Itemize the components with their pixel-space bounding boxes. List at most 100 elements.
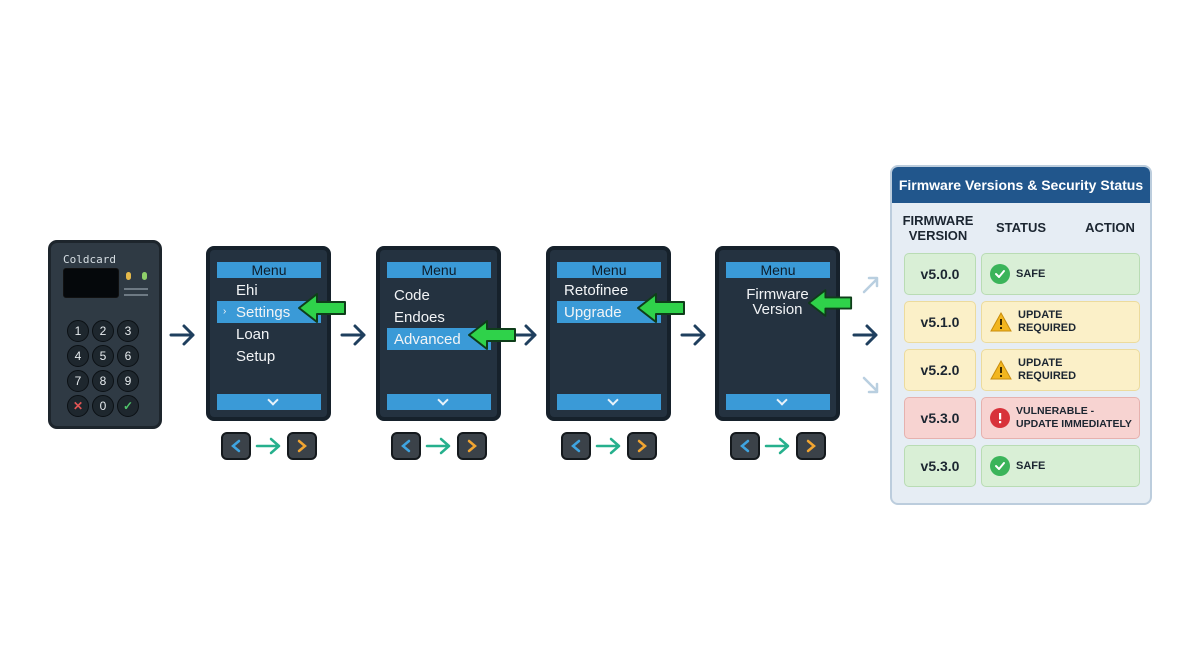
key-6[interactable]: 6	[117, 345, 139, 367]
menu-title: Menu	[726, 262, 830, 278]
menu-selection-highlight	[557, 301, 661, 323]
arrow-right-icon	[764, 437, 790, 455]
status-led-green	[142, 272, 147, 280]
green-arrow-pointer-icon	[637, 293, 685, 323]
back-button[interactable]	[221, 432, 251, 460]
arrow-right-icon	[169, 324, 195, 346]
menu-item-firmware[interactable]: Firmware Version	[719, 287, 836, 317]
menu-item[interactable]: Setup	[236, 348, 276, 365]
selection-caret-icon: ›	[223, 306, 227, 317]
chevron-left-icon	[231, 439, 241, 453]
status-text: SAFE	[1016, 459, 1046, 472]
confirm-key[interactable]: ✓	[117, 395, 139, 417]
menu-title: Menu	[217, 262, 321, 278]
back-button[interactable]	[730, 432, 760, 460]
key-4[interactable]: 4	[67, 345, 89, 367]
device-screen	[63, 268, 119, 298]
key-2[interactable]: 2	[92, 320, 114, 342]
status-text: SAFE	[1016, 267, 1046, 280]
menu-item-upgrade[interactable]: Upgrade	[564, 304, 622, 321]
scroll-footer	[726, 394, 830, 410]
speaker-grill	[124, 294, 148, 296]
key-9[interactable]: 9	[117, 370, 139, 392]
alert-circle-icon	[990, 408, 1010, 428]
menu-screen-3: Menu Retofinee Upgrade	[546, 246, 671, 421]
faded-arrow-down-icon	[862, 376, 879, 394]
check-circle-icon	[990, 456, 1010, 476]
version-cell: v5.3.0	[904, 445, 976, 487]
scroll-footer	[217, 394, 321, 410]
version-cell: v5.2.0	[904, 349, 976, 391]
firmware-status-panel: Firmware Versions & Security Status FIRM…	[890, 165, 1152, 505]
device-name: Coldcard	[63, 253, 116, 266]
status-cell: VULNERABLE - UPDATE IMMEDIATELY	[981, 397, 1140, 439]
column-header-version: FIRMWARE VERSION	[902, 213, 974, 243]
green-arrow-pointer-icon	[468, 320, 516, 350]
coldcard-device: Coldcard 1 2 3 4 5 6 7 8 9 ✕ 0 ✓	[48, 240, 162, 429]
chevron-right-icon	[467, 439, 477, 453]
menu-item[interactable]: Code	[394, 287, 430, 304]
speaker-grill	[124, 288, 148, 290]
status-text: VULNERABLE - UPDATE IMMEDIATELY	[1016, 405, 1132, 430]
key-1[interactable]: 1	[67, 320, 89, 342]
scroll-footer	[557, 394, 661, 410]
chevron-down-icon	[437, 394, 449, 406]
green-arrow-pointer-icon	[298, 293, 346, 323]
back-button[interactable]	[561, 432, 591, 460]
chevron-right-icon	[806, 439, 816, 453]
menu-item[interactable]: Ehi	[236, 282, 258, 299]
menu-screen-4: Menu Firmware Version	[715, 246, 840, 421]
key-3[interactable]: 3	[117, 320, 139, 342]
key-7[interactable]: 7	[67, 370, 89, 392]
menu-item-settings[interactable]: Settings	[236, 304, 291, 321]
key-0[interactable]: 0	[92, 395, 114, 417]
chevron-right-icon	[297, 439, 307, 453]
green-arrow-pointer-icon	[807, 289, 853, 317]
chevron-down-icon	[607, 394, 619, 406]
status-cell: SAFE	[981, 253, 1140, 295]
chevron-right-icon	[637, 439, 647, 453]
next-button[interactable]	[627, 432, 657, 460]
menu-item[interactable]: Retofinee	[564, 282, 629, 299]
warning-triangle-icon	[990, 312, 1012, 332]
status-led-yellow	[126, 272, 131, 280]
panel-title: Firmware Versions & Security Status	[892, 167, 1150, 203]
warning-triangle-icon	[990, 360, 1012, 380]
chevron-down-icon	[776, 394, 788, 406]
next-button[interactable]	[457, 432, 487, 460]
next-button[interactable]	[287, 432, 317, 460]
chevron-left-icon	[740, 439, 750, 453]
arrow-right-icon	[680, 324, 706, 346]
cancel-key[interactable]: ✕	[67, 395, 89, 417]
menu-item-advanced[interactable]: Advanced	[394, 331, 461, 348]
menu-item-line: Version	[752, 301, 803, 318]
column-header-action: ACTION	[1085, 220, 1135, 235]
key-8[interactable]: 8	[92, 370, 114, 392]
status-cell: UPDATE REQUIRED	[981, 301, 1140, 343]
arrow-right-icon	[511, 324, 537, 346]
status-cell: SAFE	[981, 445, 1140, 487]
back-button[interactable]	[391, 432, 421, 460]
chevron-left-icon	[571, 439, 581, 453]
menu-item[interactable]: Loan	[236, 326, 270, 343]
arrow-right-icon	[340, 324, 366, 346]
check-circle-icon	[990, 264, 1010, 284]
scroll-footer	[387, 394, 491, 410]
column-header-status: STATUS	[995, 220, 1047, 235]
status-text: UPDATE REQUIRED	[1018, 309, 1077, 334]
faded-arrow-up-icon	[862, 276, 879, 294]
next-button[interactable]	[796, 432, 826, 460]
menu-screen-1: Menu Ehi › Settings Loan Setup	[206, 246, 331, 421]
menu-selection-highlight	[387, 328, 491, 350]
arrow-right-icon	[595, 437, 621, 455]
key-5[interactable]: 5	[92, 345, 114, 367]
arrow-right-icon	[425, 437, 451, 455]
status-cell: UPDATE REQUIRED	[981, 349, 1140, 391]
arrow-right-icon	[852, 324, 878, 346]
status-text: UPDATE REQUIRED	[1018, 357, 1077, 382]
chevron-left-icon	[401, 439, 411, 453]
chevron-down-icon	[267, 394, 279, 406]
version-cell: v5.3.0	[904, 397, 976, 439]
menu-item[interactable]: Endoes	[394, 309, 445, 326]
menu-selection-highlight	[217, 301, 321, 323]
